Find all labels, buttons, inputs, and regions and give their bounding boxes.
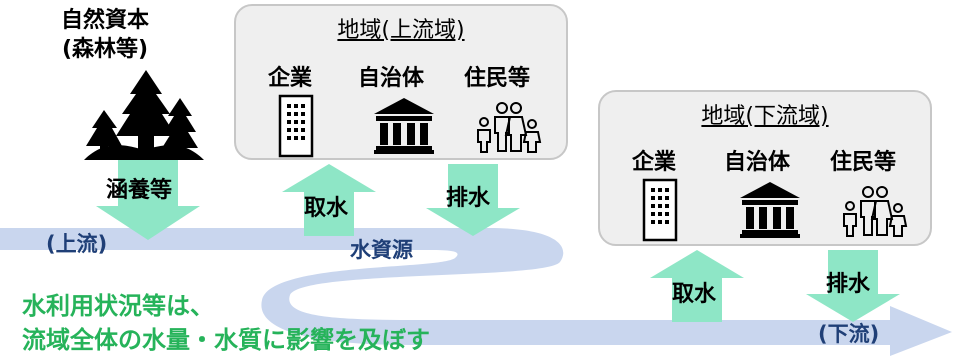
- downstream-residents-label: 住民等: [830, 150, 897, 175]
- upstream-discharge-label: 排水: [446, 186, 491, 211]
- building-icon: [278, 94, 314, 158]
- upstream-intake-label: 取水: [304, 196, 349, 221]
- upstream-intake-arrow: [282, 164, 376, 236]
- recharge-label: 涵養等: [106, 178, 173, 203]
- city-hall-icon: [740, 182, 800, 238]
- downstream-intake-label: 取水: [672, 282, 717, 307]
- upstream-discharge-arrow: [426, 164, 520, 236]
- forest-icon: [84, 70, 204, 160]
- upstream-company-label: 企業: [268, 66, 313, 91]
- upstream-municipality-label: 自治体: [358, 66, 425, 91]
- message-line2: 流域全体の水量・水質に影響を及ぼす: [22, 326, 430, 354]
- downstream-intake-arrow: [650, 250, 744, 322]
- natural-capital-title-line1: 自然資本: [60, 8, 149, 33]
- city-hall-icon: [374, 98, 434, 154]
- family-icon: [477, 102, 542, 153]
- message-line1: 水利用状況等は、: [22, 292, 214, 320]
- natural-capital-title-line2: (森林等): [61, 37, 149, 62]
- family-icon: [843, 186, 908, 237]
- downstream-discharge-arrow: [806, 250, 900, 322]
- downstream-region-title: 地域(下流域): [701, 104, 829, 129]
- upstream-region: 地域(上流域) 企業 自治体 住民等: [234, 4, 568, 160]
- downstream-municipality-label: 自治体: [724, 150, 791, 175]
- water-resource-label: 水資源: [350, 238, 413, 262]
- downstream-flow-label: (下流): [818, 322, 880, 346]
- downstream-company-label: 企業: [632, 150, 677, 175]
- recharge-arrow: [96, 160, 200, 240]
- downstream-region: 地域(下流域) 企業 自治体 住民等: [598, 90, 932, 246]
- building-icon: [642, 178, 678, 242]
- upstream-residents-label: 住民等: [464, 66, 531, 91]
- natural-capital-title: 自然資本 (森林等): [30, 6, 180, 64]
- downstream-discharge-label: 排水: [826, 272, 871, 297]
- upstream-flow-label: (上流): [46, 232, 108, 256]
- upstream-region-title: 地域(上流域): [337, 18, 465, 43]
